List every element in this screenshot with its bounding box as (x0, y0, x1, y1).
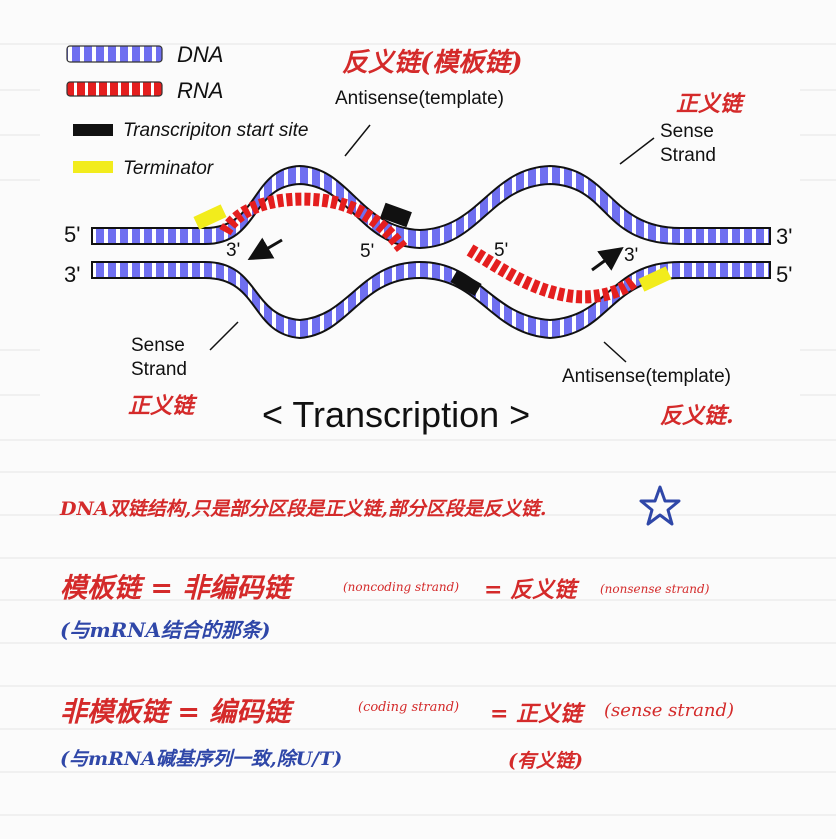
annotation-antisense-top-cn: 反义链(模板链) (342, 48, 523, 78)
annotation-sense-right-cn: 正义链 (676, 91, 743, 117)
annotation-antisense-bottom: Antisense(template) (562, 366, 731, 387)
label-mid-left-3prime: 3' (64, 262, 81, 287)
diagram-caption: < Transcription > (262, 394, 531, 435)
annotation-antisense-bottom-cn: 反义链. (660, 403, 734, 429)
note-line-5: (与mRNA碱基序列一致,除U/T) (60, 748, 343, 770)
note-line-4-en2: (sense strand) (604, 700, 735, 721)
label-mid-right-5prime: 5' (776, 262, 793, 287)
start-site-top (380, 202, 412, 228)
annotation-sense-left: Sense Strand (131, 335, 187, 380)
dna-bottom-strand (91, 260, 771, 340)
note-line-2-cn: 模板链 = 非编码链 (60, 573, 291, 604)
pointer-sense-right (619, 137, 655, 165)
label-rna-right-3prime: 3' (624, 245, 639, 266)
pointer-sense-left (209, 321, 239, 351)
note-line-2-en: (noncoding strand) (343, 580, 460, 594)
annotation-sense-left-cn: 正义链 (128, 393, 195, 419)
note-line-5-b: (有义链) (508, 750, 583, 772)
note-line-3: (与mRNA结合的那条) (60, 618, 271, 642)
label-rna-left-3prime: 3' (226, 240, 241, 261)
note-line-4-cn: 非模板链 = 编码链 (60, 697, 291, 728)
legend-rna-swatch (66, 81, 163, 97)
rna-transcript-left (219, 192, 408, 253)
legend-dna-swatch (66, 45, 163, 63)
legend-start-site-swatch (73, 124, 113, 136)
note-line-4-eq: = 正义链 (490, 701, 583, 727)
note-line-2-eq: = 反义链 (484, 577, 577, 603)
legend-terminator-label: Terminator (123, 158, 214, 179)
terminator-left (193, 204, 227, 230)
start-site-bottom (450, 269, 482, 297)
label-rna-right-5prime: 5' (494, 240, 509, 261)
pointer-antisense-top (344, 124, 371, 157)
label-top-right-3prime: 3' (776, 224, 793, 249)
label-rna-left-5prime: 5' (360, 241, 375, 262)
note-line-1: DNA双链结构,只是部分区段是正义链,部分区段是反义链. (60, 498, 547, 520)
legend-rna-label: RNA (177, 78, 224, 103)
rna-transcript-right (466, 244, 640, 304)
note-line-4-en: (coding strand) (358, 700, 460, 715)
label-top-left-5prime: 5' (64, 222, 81, 247)
annotation-antisense-top: Antisense(template) (335, 88, 504, 109)
pointer-antisense-bottom (603, 341, 627, 363)
transcription-arrow-right (591, 246, 624, 272)
note-line-2-en2: (nonsense strand) (600, 582, 710, 596)
legend-start-site-label: Transcripiton start site (123, 120, 309, 141)
legend-dna-label: DNA (177, 42, 224, 67)
transcription-arrow-left (247, 237, 283, 261)
terminator-right (638, 266, 672, 292)
annotation-sense-right: Sense Strand (660, 121, 716, 166)
star-doodle-icon (639, 485, 681, 526)
legend-terminator-swatch (73, 161, 113, 173)
